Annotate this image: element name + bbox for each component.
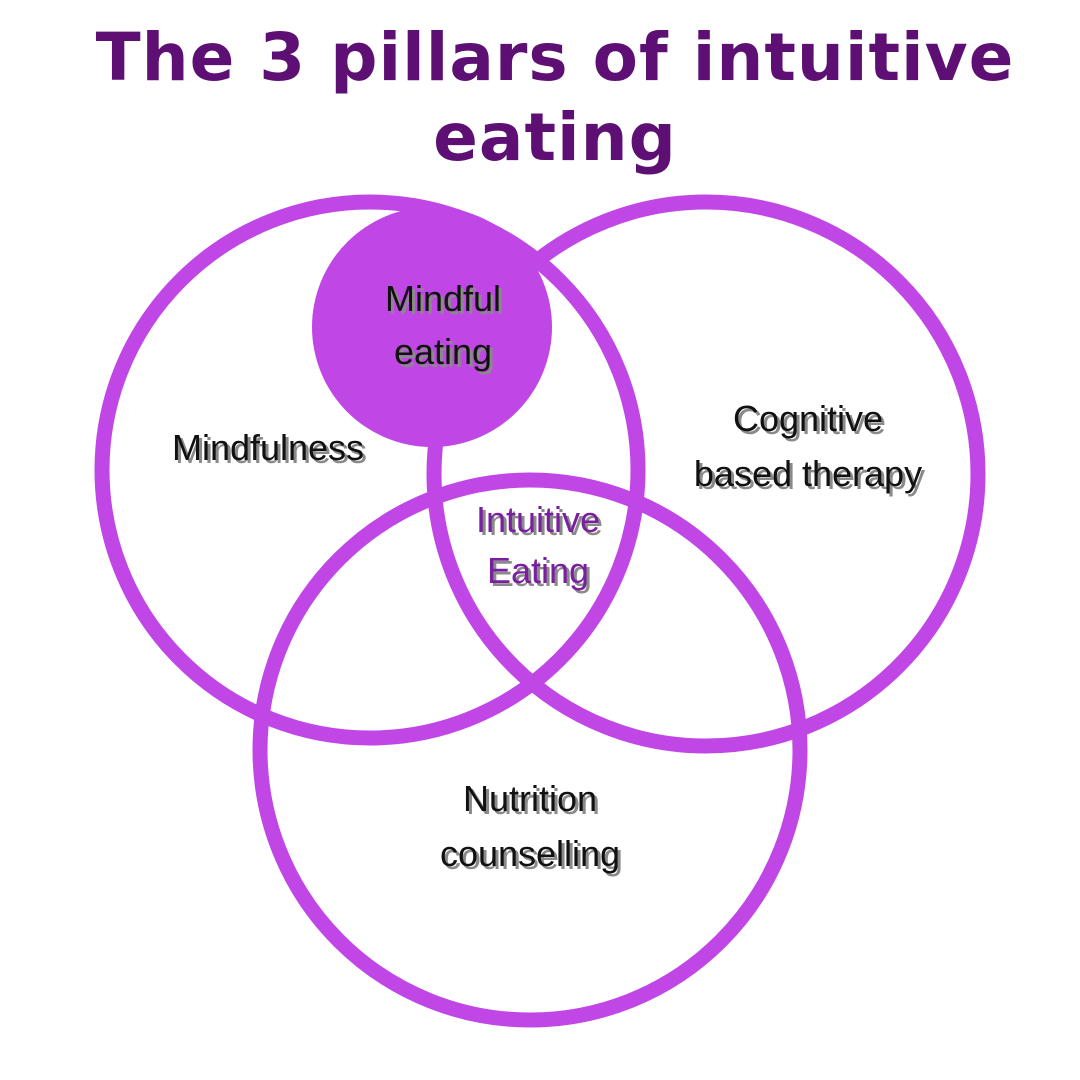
cognitive-circle xyxy=(426,194,986,754)
svg-text:eating: eating xyxy=(397,334,495,375)
mindful-eating-label: Mindful Mindful eating eating xyxy=(385,278,504,375)
svg-text:Cognitive: Cognitive xyxy=(736,401,886,442)
svg-text:counselling: counselling xyxy=(443,836,623,877)
mindful-eating-filled-circle xyxy=(312,207,552,447)
svg-text:Cognitive: Cognitive xyxy=(733,398,883,439)
svg-text:Mindful: Mindful xyxy=(385,278,501,319)
svg-text:Intuitive: Intuitive xyxy=(476,499,600,540)
svg-text:eating: eating xyxy=(394,331,492,372)
page-title: The 3 pillars of intuitive eating xyxy=(95,19,1015,176)
nutrition-label: Nutrition Nutrition counselling counsell… xyxy=(440,778,623,877)
svg-text:counselling: counselling xyxy=(440,833,620,874)
svg-text:Mindful: Mindful xyxy=(388,281,504,322)
svg-text:Nutrition: Nutrition xyxy=(466,781,600,822)
nutrition-circle xyxy=(252,472,808,1028)
svg-text:Eating: Eating xyxy=(487,550,589,591)
intuitive-eating-label: Intuitive Intuitive Eating Eating xyxy=(476,499,603,594)
svg-text:based therapy: based therapy xyxy=(697,456,925,497)
svg-text:Intuitive: Intuitive xyxy=(479,502,603,543)
svg-text:Nutrition: Nutrition xyxy=(463,778,597,819)
svg-text:Eating: Eating xyxy=(490,553,592,594)
mindfulness-circle xyxy=(94,194,646,746)
cognitive-label: Cognitive Cognitive based therapy based … xyxy=(694,398,925,497)
mindfulness-label: Mindfulness Mindfulness xyxy=(172,427,367,471)
svg-text:Mindfulness: Mindfulness xyxy=(175,430,367,471)
svg-text:Mindfulness: Mindfulness xyxy=(172,427,364,468)
svg-text:based therapy: based therapy xyxy=(694,453,922,494)
